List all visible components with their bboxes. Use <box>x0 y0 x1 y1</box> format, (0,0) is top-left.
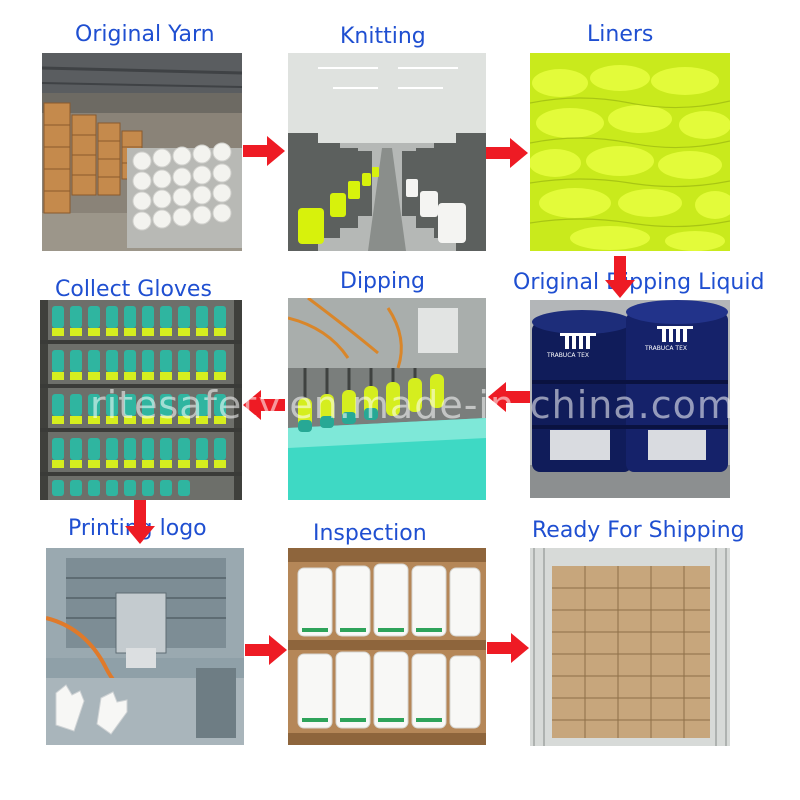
photo-ready-for-shipping <box>530 548 730 746</box>
arrow-liquid-to-dipping <box>488 382 530 412</box>
arrow-liners-to-liquid <box>605 256 635 298</box>
barrel-brand-text: TRABUCA TEX <box>547 352 589 359</box>
step-label-original-dipping-liquid: Original Dipping Liquid <box>513 270 765 295</box>
arrow-collect-to-printing <box>125 500 155 544</box>
step-label-inspection: Inspection <box>313 521 427 546</box>
arrow-dipping-to-collect <box>243 390 285 420</box>
photo-knitting <box>288 53 486 251</box>
photo-liners <box>530 53 730 251</box>
photo-original-yarn <box>42 53 242 251</box>
step-label-dipping: Dipping <box>340 269 426 294</box>
arrow-inspection-to-shipping <box>487 633 529 663</box>
photo-printing-logo <box>46 548 244 745</box>
barrel-brand-text-2: TRABUCA TEX <box>645 345 687 352</box>
photo-dipping-liquid <box>530 300 730 498</box>
photo-dipping <box>288 298 486 500</box>
photo-inspection <box>288 548 486 745</box>
arrow-printing-to-inspection <box>245 635 287 665</box>
arrow-knitting-to-liners <box>486 138 528 168</box>
step-label-knitting: Knitting <box>340 24 426 49</box>
arrow-yarn-to-knitting <box>243 136 285 166</box>
step-label-ready-for-shipping: Ready For Shipping <box>532 518 745 543</box>
step-label-liners: Liners <box>587 22 654 47</box>
step-label-collect-gloves: Collect Gloves <box>55 277 212 302</box>
photo-collect-gloves <box>40 300 242 500</box>
step-label-original-yarn: Original Yarn <box>75 22 215 47</box>
